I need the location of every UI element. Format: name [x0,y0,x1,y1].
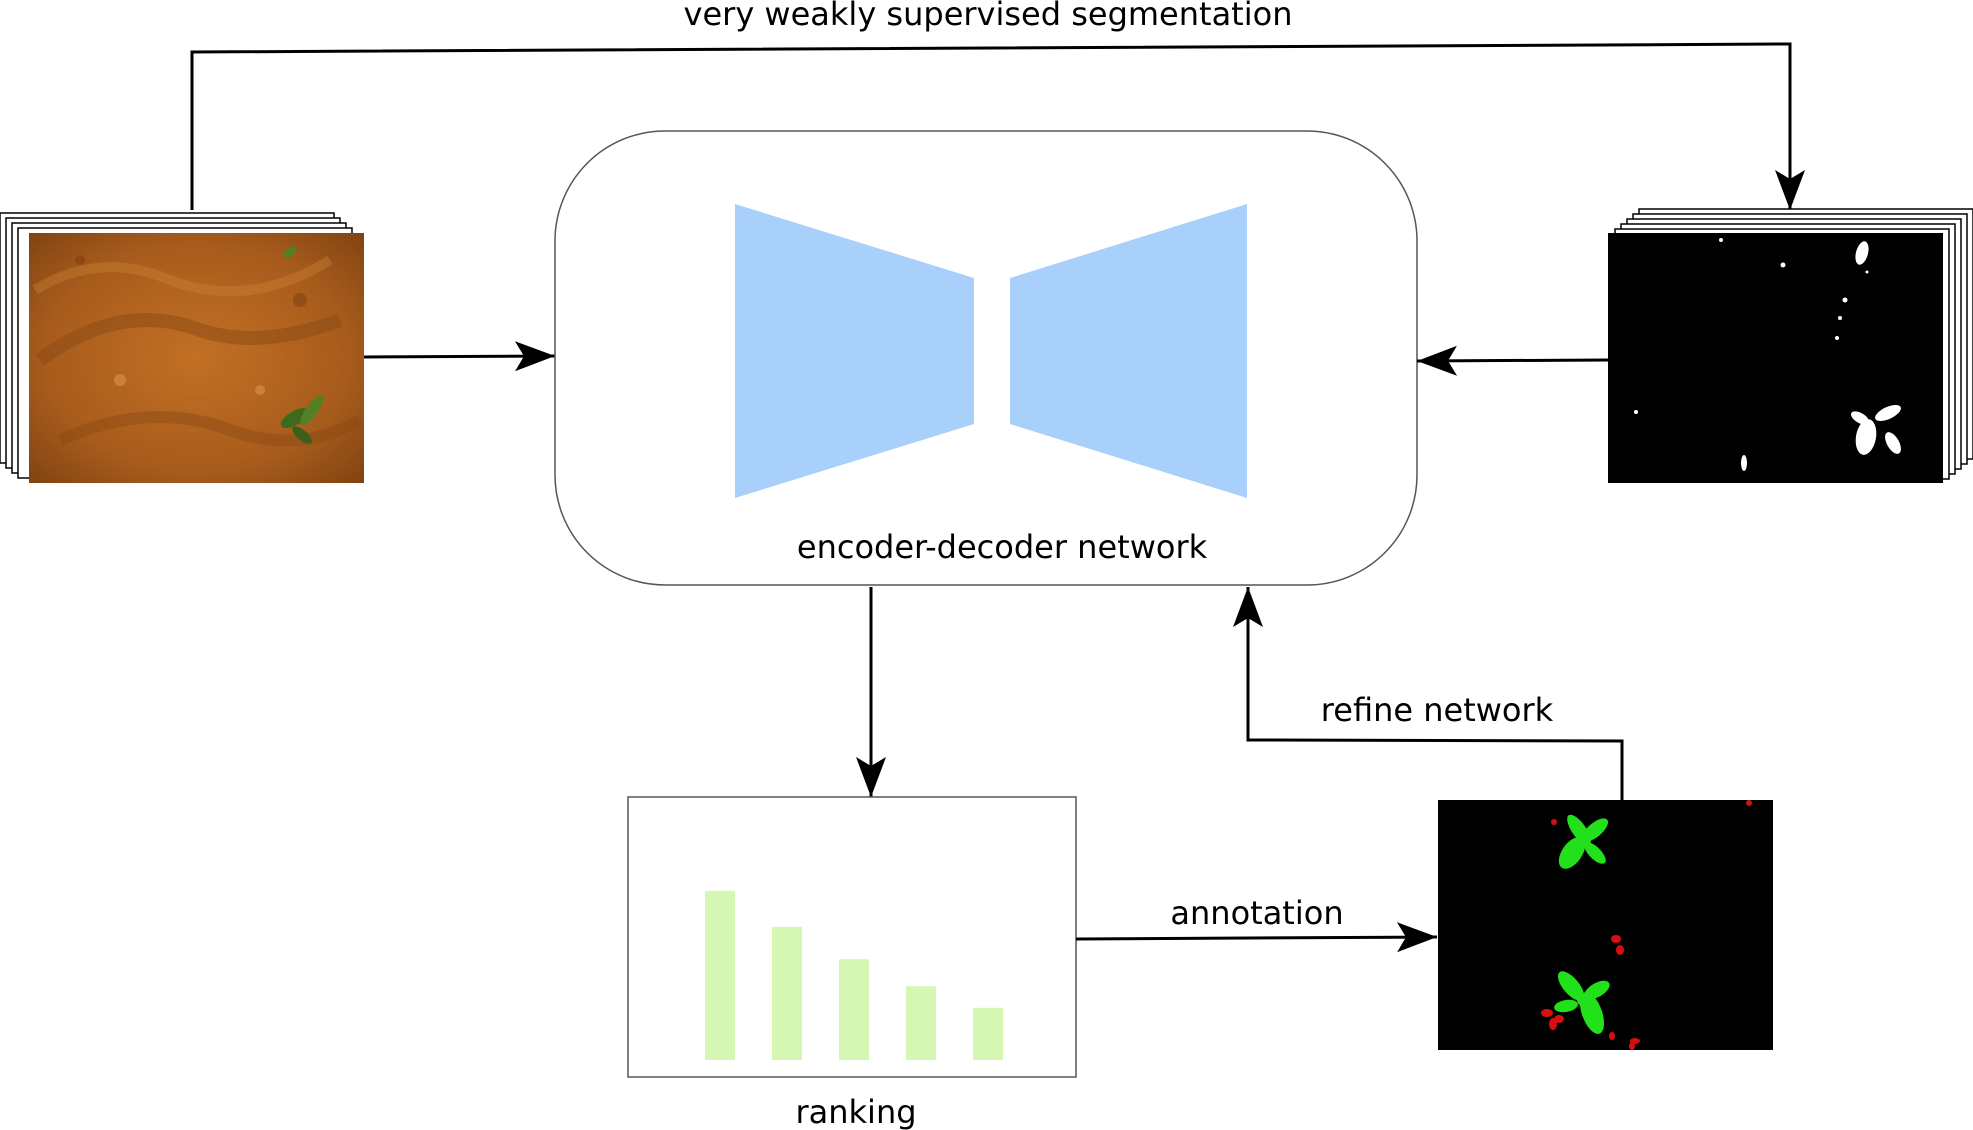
label-very-weakly-supervised: very weakly supervised segmentation [684,0,1293,33]
arrow-annotation [1075,922,1438,953]
soil-image [29,233,364,483]
ranking-bar [839,959,869,1060]
ranking-bar [906,986,936,1060]
sprout-icon [280,394,324,444]
crop-plant-upper [1558,814,1609,869]
label-encoder-decoder-network: encoder-decoder network [797,528,1208,566]
crop-plant-lower [1554,971,1610,1034]
mask-image-stack [1608,208,1973,483]
arrow-input-to-network [363,341,556,372]
arrow-refine-network [1233,587,1624,800]
input-image-stack [0,212,364,483]
arrow-weak-supervision [190,42,1805,210]
label-ranking: ranking [795,1093,916,1130]
encoder-shape [735,204,974,498]
annotated-image [1438,800,1773,1050]
network-box [554,130,1418,586]
ranking-box [627,796,1077,1078]
label-refine-network: refine network [1321,691,1554,729]
ranking-bar [772,926,802,1060]
binary-mask-image [1608,233,1943,483]
weed-plants [1541,800,1752,1050]
encoder-decoder-network: encoder-decoder network [554,130,1418,586]
arrow-mask-to-network [1416,345,1609,376]
ranking-bar [705,890,735,1060]
decoder-shape [1010,204,1247,498]
ranking-bar [973,1007,1003,1060]
label-annotation: annotation [1170,894,1343,932]
ranking-bars [705,890,1003,1060]
